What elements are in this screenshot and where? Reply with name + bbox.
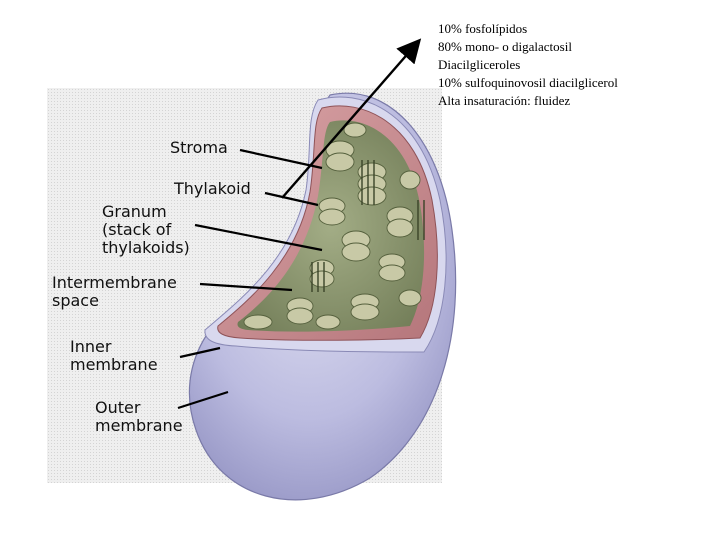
label-intermembrane-line: space <box>52 291 99 310</box>
label-granum-line: thylakoids) <box>102 238 190 257</box>
label-intermembrane-line: Intermembrane <box>52 273 177 292</box>
note-line: Diacilgliceroles <box>438 57 521 72</box>
thylakoid-stroke-details <box>311 160 425 292</box>
label-outer-membrane-line: Outer <box>95 398 141 417</box>
label-inner-membrane-line: membrane <box>70 355 158 374</box>
thylakoid-stacks <box>243 122 422 330</box>
label-outer-membrane: Outer membrane <box>95 399 183 435</box>
label-inner-membrane-line: Inner <box>70 337 112 356</box>
label-intermembrane-space: Intermembrane space <box>52 274 177 310</box>
note-line: 80% mono- o digalactosil <box>438 39 572 54</box>
label-granum: Granum (stack of thylakoids) <box>102 203 190 257</box>
lipid-composition-note: 10% fosfolípidos 80% mono- o digalactosi… <box>438 20 618 110</box>
label-granum-line: Granum <box>102 202 167 221</box>
note-line: 10% fosfolípidos <box>438 21 528 36</box>
note-line: 10% sulfoquinovosil diacilglicerol <box>438 75 618 90</box>
label-outer-membrane-line: membrane <box>95 416 183 435</box>
leader-lines <box>177 148 323 410</box>
label-thylakoid: Thylakoid <box>174 179 251 198</box>
note-line: Alta insaturación: fluidez <box>438 93 571 108</box>
note-arrow <box>281 38 422 199</box>
label-granum-line: (stack of <box>102 220 172 239</box>
label-stroma: Stroma <box>170 138 228 157</box>
label-inner-membrane: Inner membrane <box>70 338 158 374</box>
